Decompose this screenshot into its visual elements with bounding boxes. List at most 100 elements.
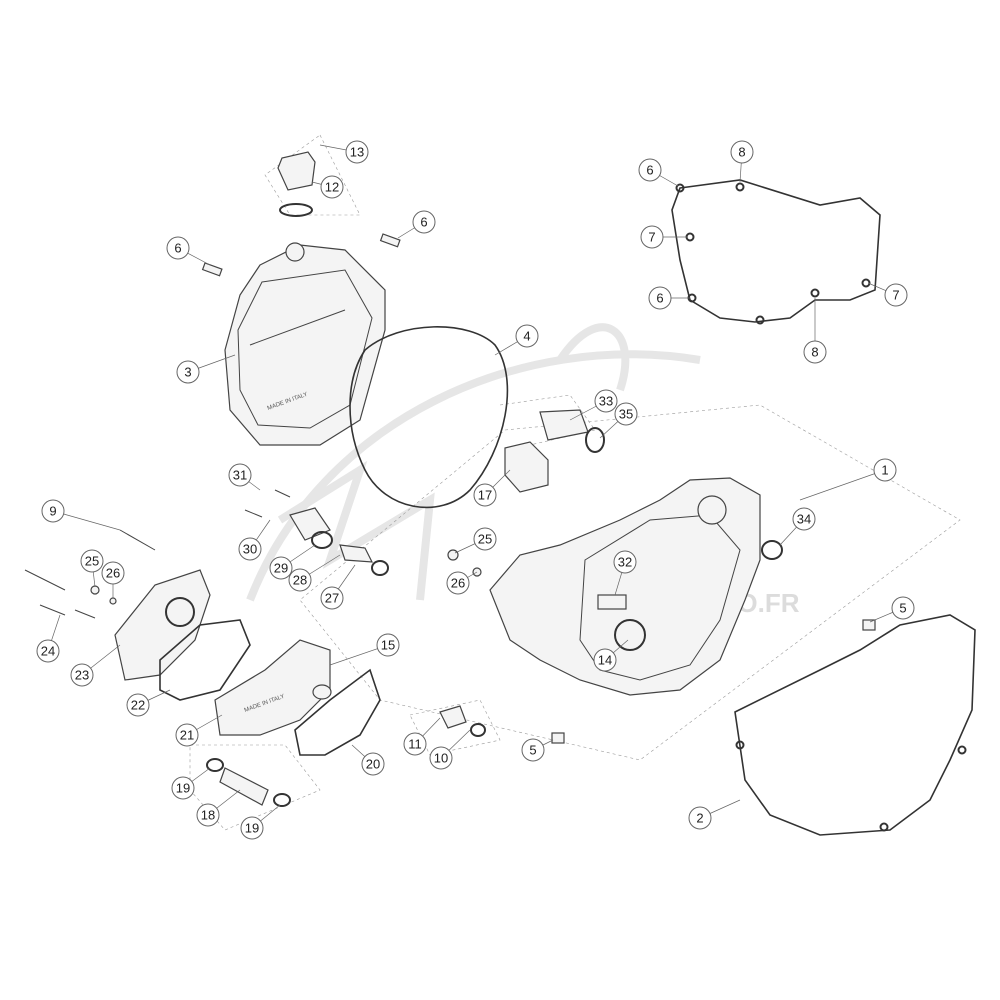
cover-bolts [201, 233, 401, 277]
callout-number: 35 [619, 407, 633, 422]
coolant-pipe [206, 758, 291, 807]
oil-plug-and-seal [539, 409, 605, 453]
callout-bubble [166, 236, 190, 260]
callout-number: 5 [529, 743, 536, 758]
callout-bubble [176, 360, 200, 384]
callout-bubble [873, 458, 897, 482]
callout-number: 8 [738, 145, 745, 160]
callout-bubble [515, 324, 539, 348]
callout-number: 29 [274, 561, 288, 576]
housing-gasket [294, 668, 381, 756]
callout-bubble [196, 803, 220, 827]
callout-bubble [429, 746, 453, 770]
callout-number: 15 [381, 638, 395, 653]
callout-bubble [228, 463, 252, 487]
water-pump-cover [114, 569, 211, 681]
callout-bubble [640, 225, 664, 249]
breather-valve [504, 441, 549, 493]
callout-number: 2 [696, 811, 703, 826]
callout-number: 19 [245, 821, 259, 836]
callout-number: 23 [75, 668, 89, 683]
circlip [761, 540, 783, 560]
callout-bubble [288, 568, 312, 592]
callout-bubble [238, 537, 262, 561]
callout-bubble [521, 738, 545, 762]
callout-bubble [320, 175, 344, 199]
callout-number: 18 [201, 808, 215, 823]
callout-bubble [473, 527, 497, 551]
callout-number: 11 [408, 737, 422, 752]
callout-bubble [446, 571, 470, 595]
callout-bubble [594, 389, 618, 413]
misc-bolts [24, 489, 482, 619]
drain-plug [439, 705, 486, 737]
callout-number: 30 [243, 542, 257, 557]
callout-number: 26 [451, 576, 465, 591]
callout-bubble [80, 549, 104, 573]
callout-number: 6 [656, 291, 663, 306]
callout-bubble [41, 499, 65, 523]
callout-number: 3 [184, 365, 191, 380]
callout-number: 17 [478, 488, 492, 503]
callout-labels: 1234556666778891011121314151718191920212… [36, 140, 915, 840]
callout-number: 13 [350, 145, 364, 160]
callout-number: 7 [892, 288, 899, 303]
callout-bubble [792, 507, 816, 531]
callout-number: 10 [434, 751, 448, 766]
clutch-cover: MADE IN ITALY [224, 242, 386, 446]
upper-right-gasket [671, 179, 881, 325]
callout-number: 26 [106, 566, 120, 581]
callout-bubble [320, 586, 344, 610]
callout-number: 21 [180, 728, 194, 743]
callout-number: 32 [618, 555, 632, 570]
callout-bubble [36, 639, 60, 663]
water-pump-gasket [159, 619, 251, 701]
leader-line [52, 510, 121, 531]
callout-number: 14 [598, 653, 612, 668]
cover-o-ring [349, 326, 509, 509]
callout-bubble [376, 633, 400, 657]
callout-number: 22 [131, 698, 145, 713]
callout-bubble [473, 483, 497, 507]
callout-number: 34 [797, 512, 811, 527]
callout-number: 9 [49, 504, 56, 519]
callout-bubble [593, 648, 617, 672]
callout-bubble [175, 723, 199, 747]
callout-number: 6 [420, 215, 427, 230]
callout-number: 25 [478, 532, 492, 547]
callout-number: 7 [648, 230, 655, 245]
callout-bubble [345, 140, 369, 164]
callout-bubble [70, 663, 94, 687]
callout-bubble [269, 556, 293, 580]
callout-number: 24 [41, 644, 55, 659]
callout-number: 8 [811, 345, 818, 360]
shaft-seal-group [289, 507, 389, 576]
callout-bubble [403, 732, 427, 756]
callout-bubble [884, 283, 908, 307]
callout-number: 20 [366, 757, 380, 772]
oil-filler-cap [277, 151, 316, 217]
callout-number: 6 [646, 163, 653, 178]
callout-bubble [412, 210, 436, 234]
callout-bubble [688, 806, 712, 830]
callout-bubble [361, 752, 385, 776]
callout-bubble [891, 596, 915, 620]
callout-bubble [614, 402, 638, 426]
callout-number: 12 [325, 180, 339, 195]
callout-bubble [240, 816, 264, 840]
impeller-seal [312, 684, 332, 700]
callout-number: 6 [174, 241, 181, 256]
callout-bubble [648, 286, 672, 310]
crankcase-cover [489, 477, 761, 696]
callout-number: 19 [176, 781, 190, 796]
callout-number: 25 [85, 554, 99, 569]
dowels [551, 619, 876, 744]
callout-bubble [803, 340, 827, 364]
callout-bubble [730, 140, 754, 164]
callout-bubble [613, 550, 637, 574]
water-pump-housing: MADE IN ITALY [214, 639, 331, 736]
callout-number: 4 [523, 329, 530, 344]
callout-number: 33 [599, 394, 613, 409]
callout-number: 27 [325, 591, 339, 606]
